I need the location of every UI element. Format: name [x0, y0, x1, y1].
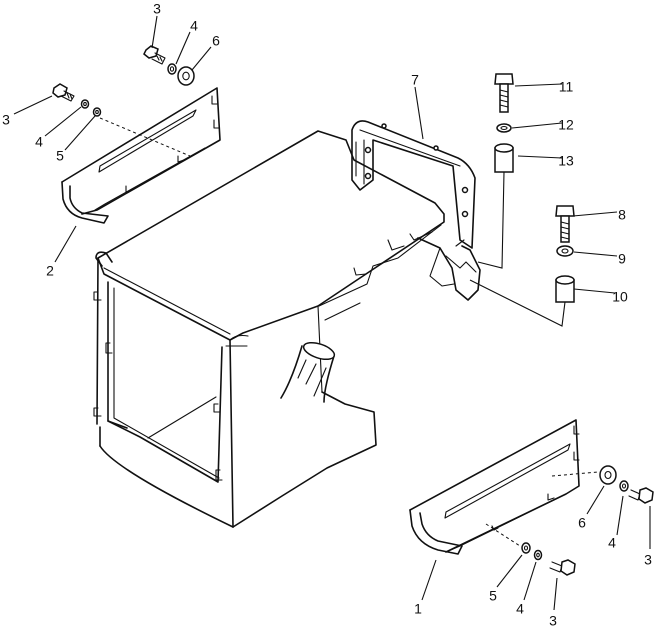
- callout-c4c: 4: [608, 535, 616, 551]
- fasteners-top: [52, 45, 195, 117]
- leader-line-c10: [573, 288, 616, 294]
- fasteners-right: [494, 73, 575, 303]
- cover-body: [93, 130, 445, 528]
- leader-line-c13: [517, 155, 563, 159]
- fasteners-bottom: [521, 465, 654, 576]
- leader-line-c1: [421, 559, 437, 601]
- callout-c10: 10: [612, 289, 628, 305]
- leader-line-c6b: [586, 485, 605, 515]
- leader-line-c4b: [44, 106, 82, 137]
- callout-c3d: 3: [549, 613, 557, 629]
- leader-line-c9: [573, 251, 618, 257]
- leader-line-c4d: [523, 561, 537, 601]
- leader-line-c8: [572, 211, 618, 217]
- callout-c12: 12: [558, 117, 574, 133]
- callout-c5a: 5: [56, 148, 64, 164]
- assembly-lines: [469, 171, 599, 547]
- callout-c6a: 6: [212, 33, 220, 49]
- callout-c3c: 3: [644, 552, 652, 568]
- callout-c7: 7: [411, 72, 419, 88]
- callout-c1: 1: [414, 601, 422, 617]
- callout-c4b: 4: [35, 134, 43, 150]
- callout-c11: 11: [559, 79, 574, 95]
- bracket-part-7: [351, 120, 481, 301]
- leader-line-c11: [514, 83, 563, 87]
- callout-c13: 13: [558, 153, 574, 169]
- leader-line-c3b: [13, 95, 53, 115]
- callout-c3a: 3: [153, 1, 161, 17]
- leader-line-c3a: [151, 15, 158, 49]
- callout-c5b: 5: [489, 588, 497, 604]
- leader-line-c2: [54, 225, 77, 263]
- callout-c6b: 6: [578, 515, 586, 531]
- callout-c2: 2: [46, 263, 54, 279]
- leader-line-c6a: [191, 46, 212, 71]
- callout-c8: 8: [618, 207, 626, 223]
- leader-line-c5b: [496, 554, 523, 588]
- side-panel-part-1: [409, 419, 580, 555]
- leader-line-c4c: [616, 495, 624, 536]
- callout-c3b: 3: [2, 112, 10, 128]
- callout-c9: 9: [618, 251, 626, 267]
- leader-line-c12: [511, 122, 563, 129]
- leader-line-c3d: [553, 577, 558, 611]
- callout-c4a: 4: [190, 18, 198, 34]
- side-panel-part-2: [61, 87, 221, 224]
- leader-line-c4a: [175, 31, 191, 65]
- leader-line-c5a: [64, 115, 96, 151]
- callout-c4d: 4: [516, 601, 524, 617]
- leader-line-c7: [414, 86, 424, 140]
